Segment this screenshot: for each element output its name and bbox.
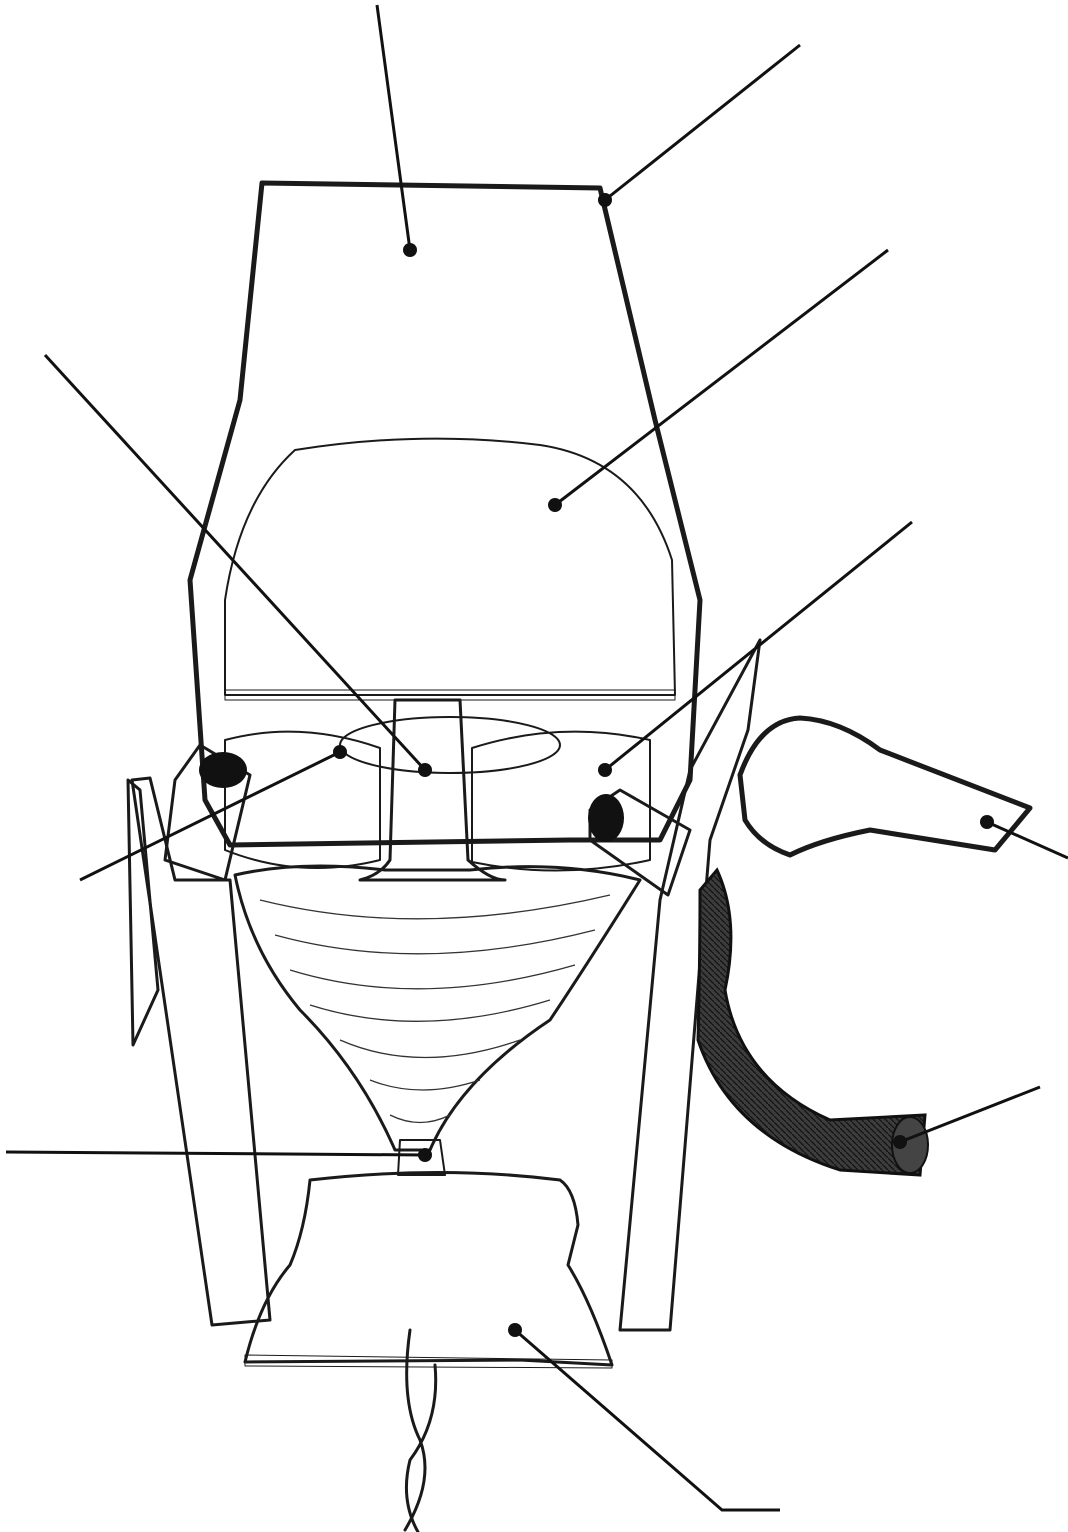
leader-line [45,355,432,777]
leader-lines [6,5,1068,1510]
leader-line [6,1148,432,1162]
leader-line [508,1323,780,1510]
lateral-muscle-band [225,732,380,868]
leader-line [598,45,800,207]
leader-line [377,5,417,257]
left-fin [128,780,158,1045]
curved-right-arm [740,718,1030,855]
lateral-muscle-band-right [472,732,650,871]
lower-muscle-block [245,1173,612,1366]
left-tube-stump [165,745,250,880]
central-triangular-mass [235,866,640,1150]
left-side-strip [132,778,270,1325]
leader-line [548,250,888,512]
upper-block [190,183,700,845]
central-stem [360,700,505,880]
upper-muscle-fan [225,439,675,695]
twisted-cord-b [406,1365,435,1532]
dark-coiled-tube [698,870,925,1175]
